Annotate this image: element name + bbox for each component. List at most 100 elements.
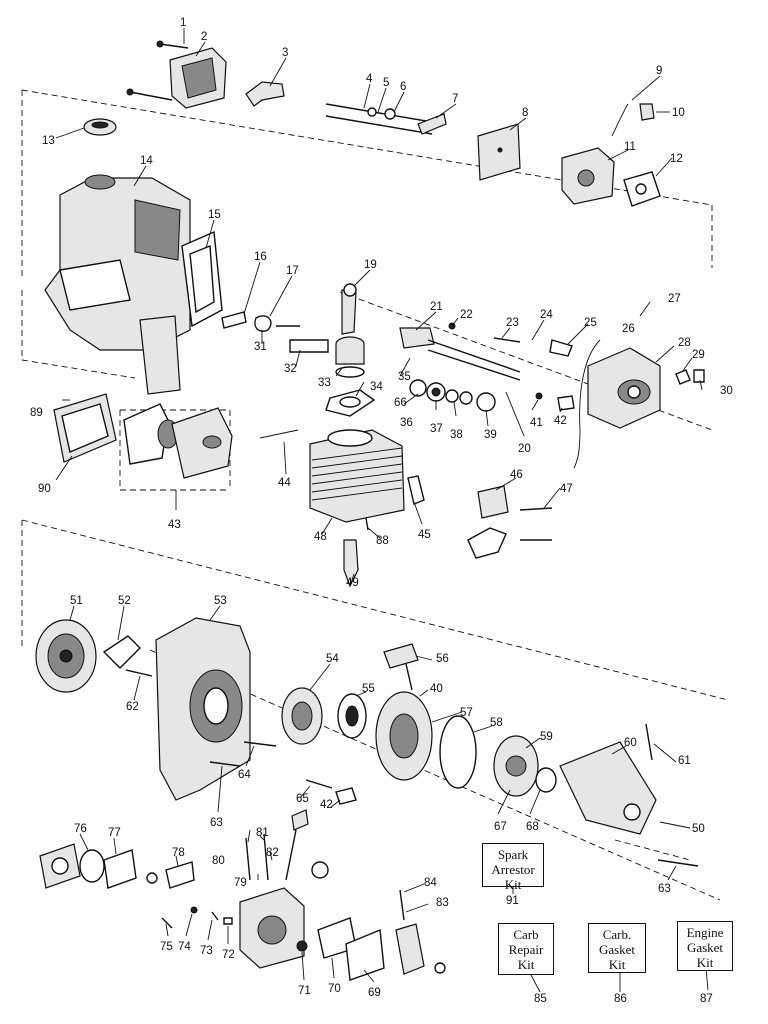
carb-gasket-kit-line-2: Gasket [598, 942, 636, 957]
callout-labels: 1 2 3 4 5 6 7 8 9 10 11 12 13 14 15 16 1… [30, 17, 733, 1005]
callout-57: 57 [460, 707, 473, 719]
callout-50: 50 [692, 823, 705, 835]
callout-53: 53 [214, 595, 227, 607]
spark-arrestor-kit-line-1: Spark [497, 847, 529, 862]
callout-42: 42 [554, 415, 567, 427]
callout-68: 68 [526, 821, 539, 833]
callout-33: 33 [318, 377, 331, 389]
callout-40: 40 [430, 683, 443, 695]
callout-22: 22 [460, 309, 473, 321]
callout-86: 86 [614, 993, 627, 1005]
callout-45: 45 [418, 529, 431, 541]
callout-44: 44 [278, 477, 291, 489]
callout-54: 54 [326, 653, 339, 665]
callout-34: 34 [370, 381, 383, 393]
callout-60: 60 [624, 737, 637, 749]
top-assembly [83, 40, 661, 207]
callout-23: 23 [506, 317, 519, 329]
callout-91: 91 [506, 895, 519, 907]
callout-78: 78 [172, 847, 185, 859]
callout-80: 80 [212, 855, 225, 867]
callout-17: 17 [286, 265, 299, 277]
callout-16: 16 [254, 251, 267, 263]
piston-crank-assembly [221, 283, 705, 469]
carb-repair-kit-line-1: Carb [513, 927, 539, 942]
callout-39: 39 [484, 429, 497, 441]
carb-gasket-kit-box: Carb. Gasket Kit [588, 923, 646, 973]
callout-66: 66 [394, 397, 407, 409]
callout-55: 55 [362, 683, 375, 695]
spark-arrestor-kit-line-3: Kit [504, 877, 522, 892]
lower-engine-assembly [35, 617, 699, 867]
callout-77: 77 [108, 827, 121, 839]
callout-24: 24 [540, 309, 553, 321]
callout-3: 3 [282, 47, 288, 59]
callout-69: 69 [368, 987, 381, 999]
callout-88: 88 [376, 535, 389, 547]
callout-74: 74 [178, 941, 191, 953]
spark-arrestor-kit-box: Spark Arrestor Kit [482, 843, 544, 892]
callout-12: 12 [670, 153, 683, 165]
callout-leaders [55, 28, 709, 993]
callout-46: 46 [510, 469, 523, 481]
callout-15: 15 [208, 209, 221, 221]
callout-21: 21 [430, 301, 443, 313]
callout-90: 90 [38, 483, 51, 495]
callout-35: 35 [398, 371, 411, 383]
callout-30: 30 [720, 385, 733, 397]
callout-63-right: 63 [658, 883, 671, 895]
callout-29: 29 [692, 349, 705, 361]
callout-73: 73 [200, 945, 213, 957]
callout-1: 1 [180, 17, 186, 29]
callout-52: 52 [118, 595, 131, 607]
callout-76: 76 [74, 823, 87, 835]
callout-36: 36 [400, 417, 413, 429]
callout-37: 37 [430, 423, 443, 435]
carburetor-components [39, 809, 446, 981]
callout-64: 64 [238, 769, 251, 781]
callout-81: 81 [256, 827, 269, 839]
callout-2: 2 [201, 31, 207, 43]
callout-75: 75 [160, 941, 173, 953]
callout-7: 7 [452, 93, 458, 105]
callout-26: 26 [622, 323, 635, 335]
callout-72: 72 [222, 949, 235, 961]
callout-6: 6 [400, 81, 406, 93]
callout-20: 20 [518, 443, 531, 455]
callout-71: 71 [298, 985, 311, 997]
callout-14: 14 [140, 155, 153, 167]
callout-84: 84 [424, 877, 437, 889]
callout-82: 82 [266, 847, 279, 859]
callout-65: 65 [296, 793, 309, 805]
callout-61: 61 [678, 755, 691, 767]
callout-13: 13 [42, 135, 55, 147]
callout-11: 11 [624, 141, 636, 153]
callout-31: 31 [254, 341, 267, 353]
cylinder-assembly [309, 429, 553, 588]
callout-67: 67 [494, 821, 507, 833]
callout-8: 8 [522, 107, 528, 119]
callout-58: 58 [490, 717, 503, 729]
callout-9: 9 [656, 65, 662, 77]
air-filter-assembly [53, 393, 299, 479]
engine-gasket-kit-line-1: Engine [686, 925, 724, 940]
callout-4: 4 [366, 73, 373, 85]
carb-repair-kit-line-2: Repair [508, 942, 544, 957]
callout-38: 38 [450, 429, 463, 441]
callout-48: 48 [314, 531, 327, 543]
callout-19: 19 [364, 259, 377, 271]
callout-89: 89 [30, 407, 43, 419]
callout-42-lower: 42 [320, 799, 333, 811]
spark-arrestor-kit-line-2: Arrestor [491, 862, 535, 877]
callout-85: 85 [534, 993, 547, 1005]
callout-51: 51 [70, 595, 83, 607]
callout-25: 25 [584, 317, 597, 329]
callout-79: 79 [234, 877, 247, 889]
callout-32: 32 [284, 363, 297, 375]
carb-gasket-kit-line-1: Carb. [602, 927, 632, 942]
callout-10: 10 [672, 107, 685, 119]
callout-28: 28 [678, 337, 691, 349]
callout-63: 63 [210, 817, 223, 829]
fuel-tank-housing [44, 174, 223, 395]
engine-gasket-kit-box: Engine Gasket Kit [677, 921, 733, 971]
